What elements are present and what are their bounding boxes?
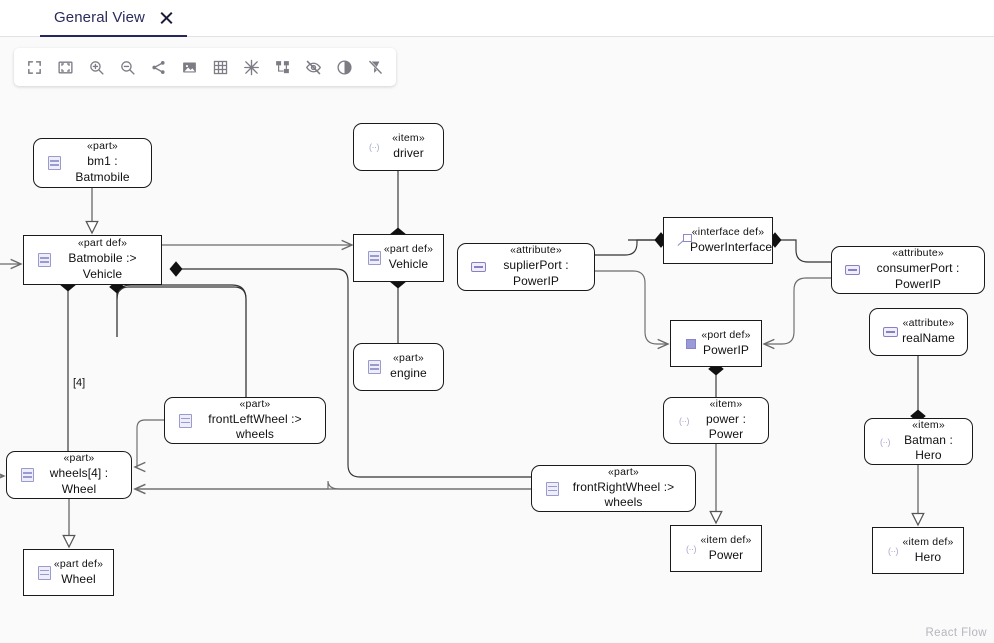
fit-view-icon[interactable]: [20, 52, 49, 82]
node-name: engine: [390, 366, 427, 381]
interface-def-icon: [676, 233, 692, 249]
node-front-right-wheel[interactable]: «part» frontRightWheel :> wheels: [531, 465, 696, 512]
node-keyword: «part»: [393, 352, 424, 365]
item-icon: (··): [679, 415, 690, 426]
image-export-icon[interactable]: [175, 52, 204, 82]
node-name: Hero: [914, 549, 942, 564]
node-power-interface[interactable]: «interface def» PowerInterface: [663, 217, 773, 264]
port-def-icon: [683, 336, 699, 352]
node-name: PowerIP: [702, 342, 750, 357]
part-icon: [366, 250, 382, 266]
part-icon: [366, 359, 382, 375]
react-flow-watermark: React Flow: [925, 627, 987, 639]
node-keyword: «part def»: [53, 557, 104, 570]
node-power-def[interactable]: (··) «item def» Power: [670, 525, 762, 572]
node-keyword: «item def»: [700, 533, 752, 546]
node-keyword: «part def»: [383, 243, 434, 256]
part-icon: [19, 467, 35, 483]
node-name: Wheel: [61, 571, 96, 586]
item-icon: (··): [369, 142, 380, 152]
item-icon: (··): [686, 543, 697, 554]
part-icon: [177, 413, 193, 429]
node-bm1[interactable]: «part» bm1 : Batmobile: [33, 138, 152, 188]
node-wheels[interactable]: «part» wheels[4] : Wheel: [6, 451, 132, 499]
item-icon: (··): [888, 545, 899, 556]
node-keyword: «part»: [63, 452, 95, 465]
node-name: power : Power: [705, 411, 747, 442]
node-name: driver: [393, 146, 424, 161]
node-keyword: «part def»: [77, 237, 128, 250]
node-front-left-wheel[interactable]: «part» frontLeftWheel :> wheels: [164, 397, 326, 444]
node-keyword: «part»: [608, 465, 639, 478]
zoom-in-icon[interactable]: [82, 52, 111, 82]
node-name: Vehicle: [388, 257, 429, 272]
node-keyword: «item»: [709, 397, 743, 410]
item-icon: (··): [880, 436, 891, 447]
node-power[interactable]: (··) «item» power : Power: [663, 397, 769, 444]
diagram-canvas[interactable]: «part» bm1 : Batmobile «part def» Batmob…: [0, 37, 994, 643]
node-vehicle[interactable]: «part def» Vehicle: [353, 234, 444, 282]
node-keyword: «attribute»: [892, 247, 944, 260]
node-keyword: «interface def»: [691, 225, 765, 238]
node-batman[interactable]: (··) «item» Batman : Hero: [864, 418, 973, 465]
contrast-icon[interactable]: [330, 52, 359, 82]
tab-label: General View: [54, 9, 145, 26]
node-power-ip[interactable]: «port def» PowerIP: [670, 320, 762, 367]
node-name: Power: [708, 547, 744, 562]
node-name: PowerInterface: [690, 239, 773, 254]
tree-layout-icon[interactable]: [268, 52, 297, 82]
node-name: frontRightWheel :> wheels: [572, 479, 675, 510]
node-real-name[interactable]: «attribute» realName: [869, 308, 968, 356]
edge-label-multiplicity: [4]: [73, 377, 86, 389]
tab-bar: General View: [0, 0, 994, 37]
node-name: suplierPort : PowerIP: [503, 258, 569, 288]
node-keyword: «port def»: [701, 328, 751, 341]
node-keyword: «attribute»: [510, 244, 562, 257]
part-icon: [46, 155, 62, 171]
tab-general-view[interactable]: General View: [40, 0, 187, 37]
node-name: frontLeftWheel :> wheels: [208, 411, 302, 442]
part-icon: [36, 565, 52, 581]
grid-icon[interactable]: [206, 52, 235, 82]
part-icon: [36, 252, 52, 268]
attribute-icon: [470, 259, 486, 275]
node-keyword: «item def»: [902, 535, 954, 548]
node-keyword: «attribute»: [902, 317, 955, 330]
node-consumer-port[interactable]: «attribute» consumerPort : PowerIP: [831, 246, 985, 294]
node-keyword: «part»: [87, 140, 118, 153]
hide-pin-icon[interactable]: [361, 52, 390, 82]
node-name: Batmobile :> Vehicle: [68, 251, 137, 281]
node-name: realName: [902, 331, 955, 346]
node-name: bm1 : Batmobile: [75, 154, 130, 184]
attribute-icon: [844, 262, 860, 278]
zoom-to-fit-icon[interactable]: [51, 52, 80, 82]
align-icon[interactable]: [237, 52, 266, 82]
node-keyword: «item»: [392, 132, 425, 145]
node-name: Batman : Hero: [904, 432, 953, 463]
node-keyword: «part»: [239, 397, 271, 410]
node-hero-def[interactable]: (··) «item def» Hero: [872, 527, 964, 574]
node-wheel-def[interactable]: «part def» Wheel: [23, 549, 114, 596]
zoom-out-icon[interactable]: [113, 52, 142, 82]
node-engine[interactable]: «part» engine: [353, 343, 444, 391]
node-batmobile[interactable]: «part def» Batmobile :> Vehicle: [23, 235, 162, 285]
node-name: wheels[4] : Wheel: [49, 466, 109, 496]
node-driver[interactable]: (··) «item» driver: [353, 123, 444, 171]
diagram-toolbar[interactable]: [14, 48, 396, 86]
attribute-icon: [882, 324, 898, 340]
close-icon[interactable]: [159, 11, 173, 25]
node-keyword: «item»: [912, 418, 945, 431]
node-suplier-port[interactable]: «attribute» suplierPort : PowerIP: [457, 243, 595, 291]
edge-layer: [0, 171, 926, 549]
node-name: consumerPort : PowerIP: [876, 261, 960, 291]
hide-eye-icon[interactable]: [299, 52, 328, 82]
part-icon: [544, 481, 560, 497]
share-icon[interactable]: [144, 52, 173, 82]
